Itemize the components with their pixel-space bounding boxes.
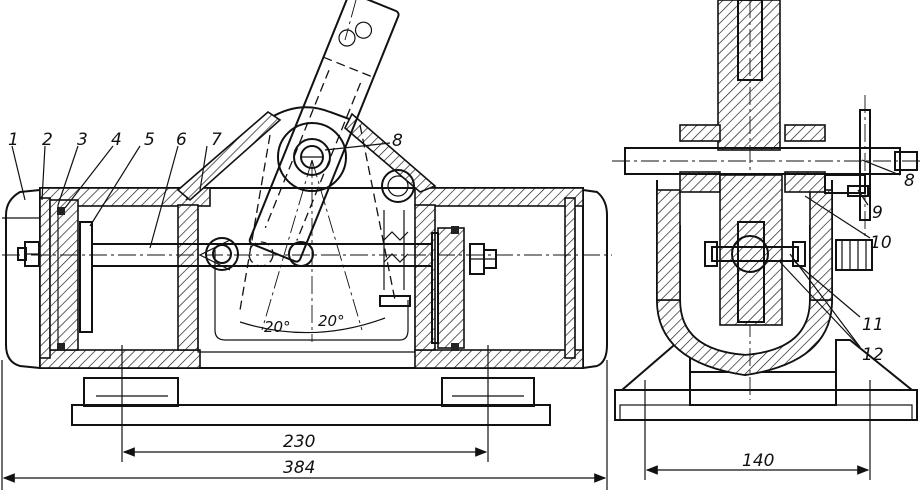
valve-assembly (379, 169, 415, 307)
label-10: 10 (870, 233, 892, 253)
label-6: 6 (176, 130, 187, 150)
label-2: 2 (42, 130, 53, 150)
base-plates (71, 377, 551, 426)
pump-lever (248, 0, 400, 263)
leader-lines (11, 142, 391, 249)
label-7: 7 (211, 130, 222, 150)
crank-pins (198, 237, 314, 271)
label-3: 3 (77, 130, 88, 150)
end-flanges (5, 189, 608, 369)
dimension-140: 140 (742, 451, 774, 471)
dimension-230: 230 (283, 432, 315, 452)
label-12: 12 (862, 345, 884, 365)
side-section-view (612, 0, 920, 480)
label-8-front: 8 (392, 131, 403, 151)
label-9: 9 (872, 203, 883, 223)
label-11: 11 (862, 315, 884, 335)
angle-left: 20° (264, 318, 291, 336)
cylinder-body (39, 187, 584, 369)
right-piston-assembly (431, 197, 576, 359)
dimension-labels: 230 384 140 (283, 432, 774, 478)
label-5: 5 (144, 130, 155, 150)
rocker-housing (176, 106, 437, 202)
front-section-view (1, 0, 612, 490)
label-8-side: 8 (904, 171, 915, 191)
angle-labels: 20° 20° (264, 312, 345, 336)
dimension-384: 384 (283, 458, 315, 478)
side-lever (717, 0, 781, 151)
angle-right: 20° (318, 312, 345, 330)
part-number-labels: 1 2 3 4 5 6 7 8 8 9 10 11 12 (8, 130, 915, 365)
left-piston-assembly (17, 197, 93, 359)
label-1: 1 (8, 130, 19, 150)
label-4: 4 (111, 130, 122, 150)
